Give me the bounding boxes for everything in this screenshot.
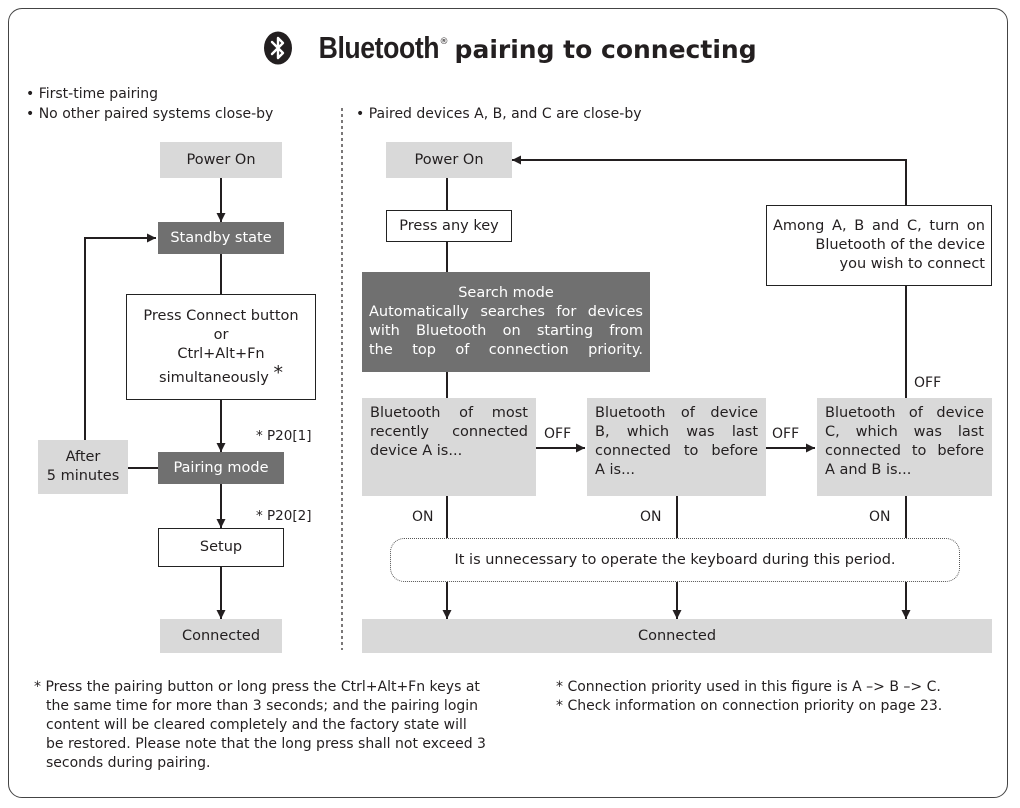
pairing-mode-box: Pairing mode: [158, 452, 284, 484]
press-connect-line-1: Press Connect button: [143, 307, 299, 324]
device-a-line-3: device A is...: [370, 443, 463, 459]
on-label-a: ON: [412, 509, 434, 525]
footnote-left-line-5: seconds during pairing.: [46, 755, 211, 771]
left-condition-1: • First-time pairing: [26, 86, 159, 102]
right-power-on-box: Power On: [386, 142, 512, 178]
device-b-line-1: Bluetooth of device: [595, 405, 758, 421]
device-b-line-3: connected to before: [595, 443, 758, 459]
arrow-among-poweron: [512, 155, 907, 205]
after-line-2: 5 minutes: [46, 468, 120, 484]
device-a-line-1: Bluetooth of most: [370, 405, 528, 421]
device-c-line-3: connected to before: [825, 443, 984, 459]
device-c-line-4: A and B is...: [825, 462, 912, 478]
press-connect-line-2: Ctrl+Alt+Fn: [177, 345, 265, 362]
footnote-right: * Connection priority used in this figur…: [556, 678, 1006, 716]
footnote-left-line-2: the same time for more than 3 seconds; a…: [46, 698, 479, 714]
press-connect-box: Press Connect button or Ctrl+Alt+Fn simu…: [126, 294, 316, 400]
device-a-line-2: recently connected: [370, 424, 528, 440]
off-label-a: OFF: [544, 426, 572, 442]
left-power-on-box: Power On: [160, 142, 282, 178]
title-reg-mark: ®: [439, 37, 449, 47]
title-brand: Bluetooth: [319, 30, 440, 65]
device-b-line-4: A is...: [595, 462, 635, 478]
standby-state-box: Standby state: [158, 222, 284, 254]
search-mode-desc-3: the top of connection priority.: [369, 342, 643, 358]
device-c-box: Bluetooth of device C, which was last co…: [817, 398, 992, 496]
ref-p20-2: * P20[2]: [256, 508, 312, 524]
footnote-right-line-1: * Connection priority used in this figur…: [556, 679, 941, 695]
footnote-left: * Press the pairing button or long press…: [34, 678, 539, 773]
press-connect-line-3: simultaneously: [159, 369, 269, 386]
title-text: pairing to connecting: [454, 35, 757, 64]
device-a-box: Bluetooth of most recently connected dev…: [362, 398, 536, 496]
footnote-left-line-4: be restored. Please note that the long p…: [46, 736, 486, 752]
search-mode-box: Search mode Automatically searches for d…: [362, 272, 650, 372]
device-b-line-2: B, which was last: [595, 424, 758, 440]
footnote-left-line-1: * Press the pairing button or long press…: [34, 679, 480, 695]
after-line-1: After: [65, 449, 101, 465]
search-mode-desc-1: Automatically searches for devices: [369, 304, 643, 320]
ref-p20-1: * P20[1]: [256, 428, 312, 444]
off-label-c: OFF: [914, 375, 942, 391]
right-connected-box: Connected: [362, 619, 992, 653]
press-connect-or: or: [213, 326, 229, 343]
among-line-2: Bluetooth of the device: [815, 237, 985, 253]
footnote-right-line-2: * Check information on connection priori…: [556, 698, 943, 714]
left-condition-2: • No other paired systems close-by: [26, 106, 274, 122]
search-mode-title: Search mode: [458, 285, 554, 301]
on-label-c: ON: [869, 509, 891, 525]
off-label-b: OFF: [772, 426, 800, 442]
right-condition: • Paired devices A, B, and C are close-b…: [356, 106, 642, 122]
setup-box: Setup: [158, 528, 284, 567]
search-mode-desc-2: with Bluetooth on starting from: [369, 323, 643, 339]
left-connected-box: Connected: [160, 619, 282, 653]
on-label-b: ON: [640, 509, 662, 525]
among-line-3: you wish to connect: [839, 256, 985, 272]
device-c-line-2: C, which was last: [825, 424, 984, 440]
device-b-box: Bluetooth of device B, which was last co…: [587, 398, 766, 496]
keyboard-note: It is unnecessary to operate the keyboar…: [390, 538, 960, 582]
device-c-line-1: Bluetooth of device: [825, 405, 984, 421]
bluetooth-icon: [263, 31, 293, 69]
after-5-minutes-box: After 5 minutes: [38, 440, 128, 494]
asterisk-mark: *: [273, 361, 283, 384]
among-devices-box: Among A, B and C, turn on Bluetooth of t…: [766, 205, 992, 286]
diagram-frame: [8, 8, 1008, 798]
diagram-title: Bluetooth® pairing to connecting: [0, 30, 1020, 69]
footnote-left-line-3: content will be cleared completely and t…: [46, 717, 467, 733]
press-any-key-box: Press any key: [386, 210, 512, 242]
among-line-1: Among A, B and C, turn on: [773, 218, 985, 234]
